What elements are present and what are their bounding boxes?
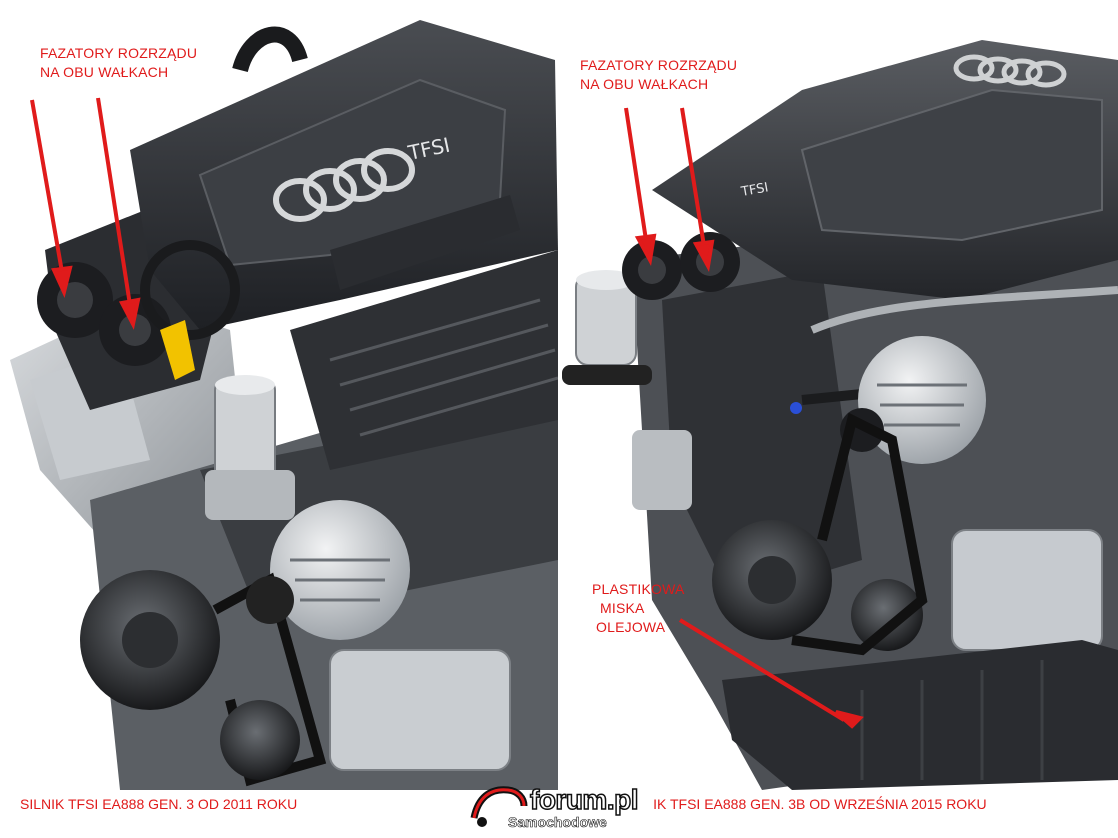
watermark-main: forum.pl	[529, 783, 639, 816]
alternator	[270, 500, 410, 640]
forum-samochodowe-watermark: forum.pl Samochodowe	[468, 778, 658, 834]
alternator-3b	[858, 336, 986, 464]
phasers-label-right-line2: NA OBU WAŁKACH	[580, 76, 709, 92]
oilpan-label-line2: MISKA	[600, 600, 645, 616]
annotation-arrows	[30, 97, 141, 330]
phasers-label-left-line1: FAZATORY ROZRZĄDU	[40, 45, 198, 61]
tfsi-badge-3b: TFSI	[739, 180, 769, 200]
caption-right: SILNIK TFSI EA888 GEN. 3B OD WRZEŚNIA 20…	[622, 796, 987, 812]
drive-belt-3b	[791, 412, 928, 656]
phasers-label-left-line2: NA OBU WAŁKACH	[40, 64, 169, 80]
audi-rings-logo	[273, 148, 415, 222]
car-silhouette-icon	[470, 786, 528, 827]
engine-photo-gen3: TFSI	[0, 0, 558, 838]
panel-divider	[558, 0, 562, 838]
oilpan-label: PLASTIKOWA MISKA OLEJOWA	[592, 580, 685, 637]
engine-illustration-gen3b: TFSI	[562, 40, 1118, 790]
phasers-label-right-line1: FAZATORY ROZRZĄDU	[580, 57, 738, 73]
engine-illustration-gen3: TFSI	[10, 20, 558, 790]
phasers-label-left: FAZATORY ROZRZĄDU NA OBU WAŁKACH	[40, 44, 197, 82]
oilpan-label-line3: OLEJOWA	[596, 619, 666, 635]
phasers-label-right: FAZATORY ROZRZĄDU NA OBU WAŁKACH	[580, 56, 737, 94]
coolant-sensor	[790, 402, 802, 414]
oilpan-label-line1: PLASTIKOWA	[592, 581, 685, 597]
watermark-sub: Samochodowe	[508, 814, 607, 831]
plastic-oil-pan	[722, 640, 1118, 790]
audi-rings-logo-3b	[953, 54, 1067, 88]
caption-left: SILNIK TFSI EA888 GEN. 3 OD 2011 ROKU	[20, 796, 298, 812]
engine-photo-gen3b: TFSI	[562, 0, 1118, 838]
oil-dipstick-handle	[160, 320, 195, 380]
annotation-arrows-3b	[624, 107, 864, 729]
